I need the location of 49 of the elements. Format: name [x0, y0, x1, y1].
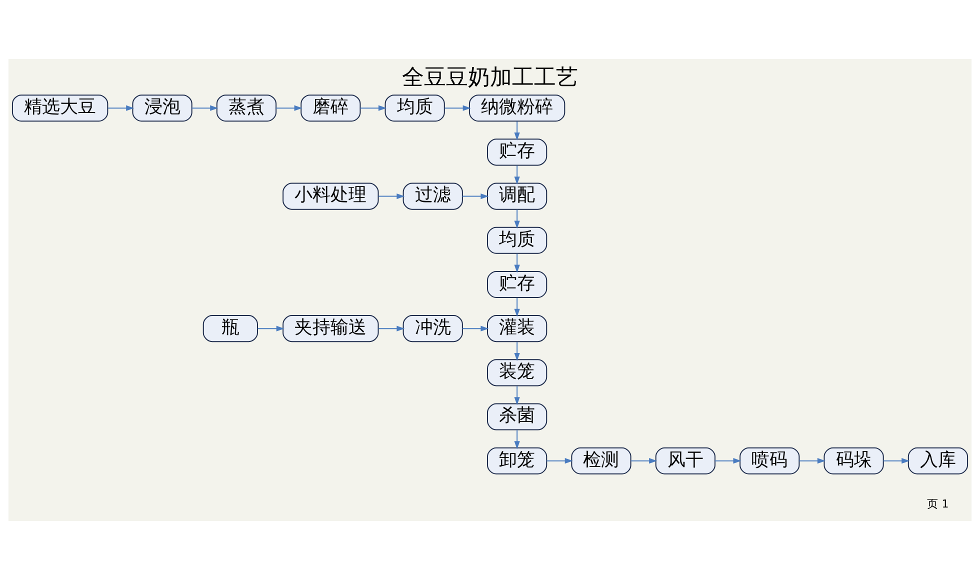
arrow	[462, 326, 489, 332]
node-box: 贮存	[487, 138, 548, 166]
arrow	[514, 121, 520, 141]
node-box: 装笼	[487, 359, 548, 386]
arrow	[444, 105, 471, 111]
node-box: 喷码	[740, 447, 800, 474]
arrow	[546, 458, 573, 464]
node-box: 贮存	[487, 270, 548, 298]
node-box: 夹持输送	[282, 315, 379, 342]
arrow	[798, 458, 826, 464]
node-box: 瓶	[202, 315, 258, 342]
node-box: 蒸煮	[216, 94, 277, 122]
node-box: 纳微粉碎	[468, 94, 566, 122]
node-box: 浸泡	[132, 94, 192, 122]
arrow	[191, 105, 218, 111]
label: 页 1	[927, 497, 949, 510]
arrow	[378, 194, 405, 200]
node-box: 入库	[908, 447, 968, 474]
arrow	[514, 165, 520, 185]
arrow	[514, 386, 520, 406]
arrow	[360, 105, 386, 111]
arrow	[378, 326, 405, 332]
arrow	[276, 105, 302, 111]
arrow	[462, 194, 489, 200]
node-box: 灌装	[487, 315, 548, 342]
node-box: 冲洗	[402, 315, 463, 342]
node-box: 小料处理	[282, 182, 379, 210]
arrow	[882, 458, 910, 464]
node-box: 均质	[487, 226, 548, 254]
node-box: 码垛	[824, 447, 884, 474]
arrow	[107, 105, 134, 111]
node-box: 精选大豆	[12, 94, 108, 122]
arrow	[514, 430, 520, 450]
node-box: 风干	[655, 447, 716, 474]
node-box: 磨碎	[300, 94, 361, 122]
arrow	[514, 253, 520, 273]
arrow	[714, 458, 742, 464]
node-box: 过滤	[402, 182, 463, 210]
node-box: 卸笼	[487, 447, 548, 474]
arrow	[514, 297, 520, 317]
node-box: 调配	[487, 182, 548, 210]
arrow	[514, 341, 520, 362]
node-box: 杀菌	[487, 403, 548, 430]
node-box: 检测	[571, 447, 632, 474]
arrow	[630, 458, 658, 464]
diagram-title: 全豆豆奶加工工艺	[402, 66, 578, 91]
arrow	[257, 326, 284, 332]
arrow	[514, 209, 520, 229]
node-box: 均质	[384, 94, 445, 122]
